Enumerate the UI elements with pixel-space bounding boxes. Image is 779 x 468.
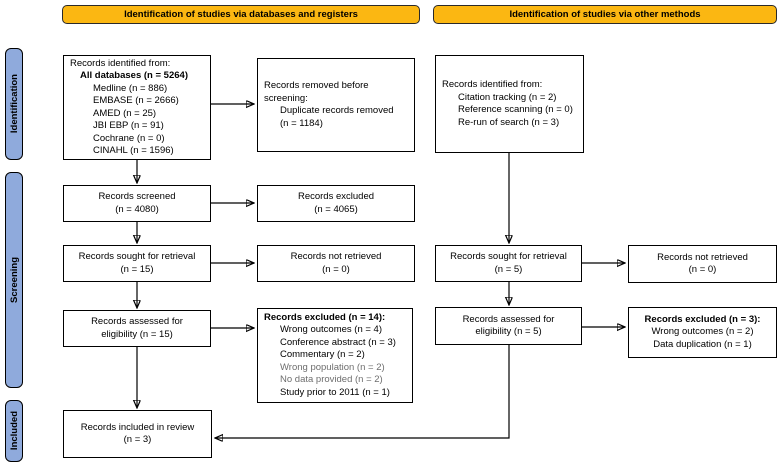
banner-databases-registers: Identification of studies via databases … xyxy=(62,5,420,24)
text-line: eligibility (n = 5) xyxy=(475,326,542,337)
text-line: Records not retrieved xyxy=(290,251,382,262)
box-records-sought-databases: Records sought for retrieval (n = 15) xyxy=(63,245,211,282)
text-line: screening: xyxy=(264,92,308,104)
text-line: Medline (n = 886) xyxy=(93,82,168,94)
text-line: Duplicate records removed xyxy=(280,105,394,116)
text-line: JBI EBP (n = 91) xyxy=(93,120,164,131)
text-line: (n = 4080) xyxy=(115,203,159,215)
stage-label: Included xyxy=(8,411,20,451)
text-line: Records identified from: xyxy=(70,57,171,69)
box-records-not-retrieved-databases: Records not retrieved (n = 0) xyxy=(257,245,415,282)
text-line: AMED (n = 25) xyxy=(93,107,157,119)
banner-other-methods: Identification of studies via other meth… xyxy=(433,5,777,24)
text-line: Records excluded (n = 14): xyxy=(264,311,386,323)
text-line: (n = 0) xyxy=(322,263,350,275)
text-line: (n = 4065) xyxy=(314,203,358,215)
text-line: (n = 0) xyxy=(688,264,717,275)
box-records-excluded-eligibility-other: Records excluded (n = 3): Wrong outcomes… xyxy=(628,307,777,358)
box-records-identified-other-methods: Records identified from: Citation tracki… xyxy=(435,55,584,153)
text-line: Records not retrieved xyxy=(657,251,748,263)
text-line: Records sought for retrieval xyxy=(78,251,196,262)
text-line: Wrong population (n = 2) xyxy=(280,361,385,373)
text-line: Wrong outcomes (n = 2) xyxy=(651,326,754,338)
text-line: Records screened xyxy=(98,191,176,202)
text-line: Reference scanning (n = 0) xyxy=(458,104,573,115)
box-records-not-retrieved-other: Records not retrieved (n = 0) xyxy=(628,245,777,283)
box-records-sought-other: Records sought for retrieval (n = 5) xyxy=(435,245,582,282)
stage-label: Screening xyxy=(8,257,20,303)
stage-label: Identification xyxy=(8,74,20,134)
text-line: (n = 5) xyxy=(494,263,523,275)
banner-label: Identification of studies via databases … xyxy=(124,9,358,20)
text-line: Data duplication (n = 1) xyxy=(653,338,752,350)
text-line: Records assessed for xyxy=(462,313,555,325)
text-line: (n = 15) xyxy=(120,263,154,275)
box-records-screened: Records screened (n = 4080) xyxy=(63,185,211,222)
text-line: (n = 1184) xyxy=(280,117,323,129)
text-line: Re-run of search (n = 3) xyxy=(458,116,560,128)
text-line: (n = 3) xyxy=(123,434,152,445)
text-line: Records removed before xyxy=(264,80,369,91)
text-line: Wrong outcomes (n = 4) xyxy=(280,324,382,336)
text-line: Citation tracking (n = 2) xyxy=(458,91,557,103)
box-records-excluded-screening: Records excluded (n = 4065) xyxy=(257,185,415,222)
text-line: Records excluded xyxy=(297,191,375,202)
text-line: Records identified from: xyxy=(442,79,543,90)
text-line: EMBASE (n = 2666) xyxy=(93,95,179,106)
box-records-assessed-databases: Records assessed for eligibility (n = 15… xyxy=(63,310,211,347)
box-records-included-review: Records included in review (n = 3) xyxy=(63,410,212,458)
box-records-excluded-eligibility-databases: Records excluded (n = 14): Wrong outcome… xyxy=(257,308,413,403)
stage-included: Included xyxy=(5,400,23,462)
text-line: Records excluded (n = 3): xyxy=(644,313,761,325)
box-records-identified-databases: Records identified from: All databases (… xyxy=(63,55,211,160)
box-records-removed-before-screening: Records removed before screening: Duplic… xyxy=(257,58,415,152)
text-line: Conference abstract (n = 3) xyxy=(280,336,396,348)
banner-label: Identification of studies via other meth… xyxy=(509,9,701,20)
text-line: eligibility (n = 15) xyxy=(101,328,173,340)
stage-identification: Identification xyxy=(5,48,23,160)
text-line: Cochrane (n = 0) xyxy=(93,132,165,144)
text-line: Records included in review xyxy=(80,421,195,433)
text-line: No data provided (n = 2) xyxy=(280,374,383,386)
text-line: Records assessed for xyxy=(91,316,183,327)
stage-screening: Screening xyxy=(5,172,23,388)
text-line: Records sought for retrieval xyxy=(450,251,567,262)
text-line: Commentary (n = 2) xyxy=(280,349,365,361)
box-records-assessed-other: Records assessed for eligibility (n = 5) xyxy=(435,307,582,345)
text-line: CINAHL (n = 1596) xyxy=(93,145,174,156)
text-line: Study prior to 2011 (n = 1) xyxy=(280,386,390,398)
text-line: All databases (n = 5264) xyxy=(80,70,188,81)
